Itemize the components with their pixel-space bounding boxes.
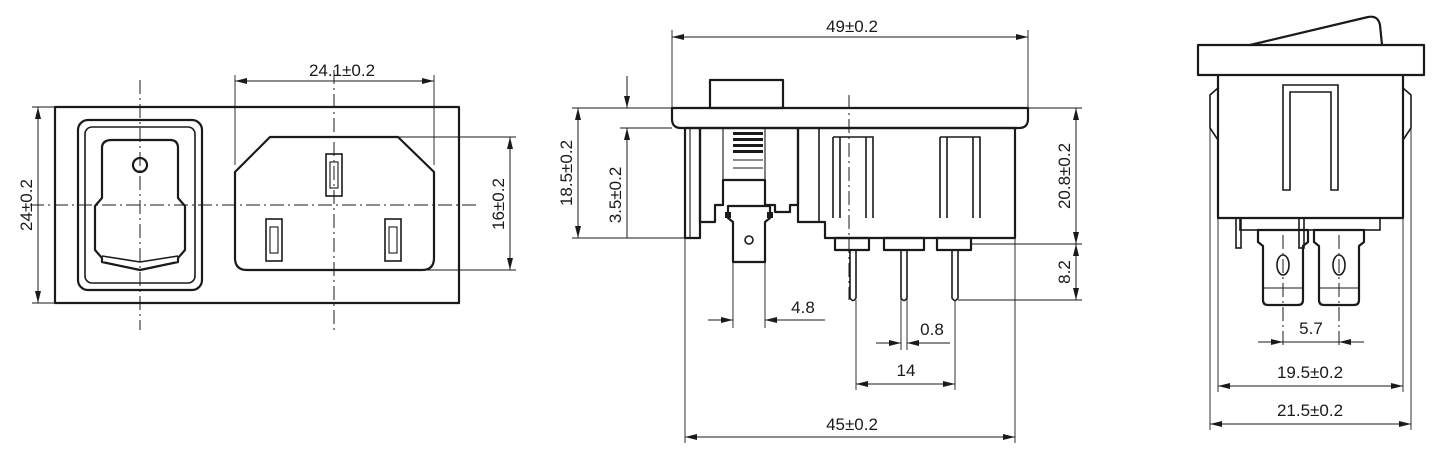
side-inlet-body xyxy=(796,126,1017,240)
end-rocker-top xyxy=(1249,15,1384,47)
end-u-slot xyxy=(1282,84,1339,191)
dim-front-height: 24±0.2 xyxy=(17,179,36,231)
dim-side-bottom-width: 45±0.2 xyxy=(826,415,878,434)
inlet-live-pin xyxy=(265,218,283,262)
side-pin-2 xyxy=(900,250,908,302)
front-view: 24.1±0.2 24±0.2 16±0.2 xyxy=(17,61,516,330)
end-view: 5.7 19.5±0.2 21.5±0.2 xyxy=(1196,15,1426,430)
rocker-button xyxy=(93,138,187,272)
end-top-plate xyxy=(1196,43,1426,77)
side-pin-base-1 xyxy=(833,236,871,252)
dim-side-pin-thickness: 0.8 xyxy=(920,320,944,339)
dim-end-inner-width: 19.5±0.2 xyxy=(1277,363,1343,382)
end-tab-right xyxy=(1312,228,1366,307)
dim-side-height: 18.5±0.2 xyxy=(557,140,576,206)
dim-side-pin-length: 8.2 xyxy=(1055,260,1074,284)
side-top-button xyxy=(708,78,785,110)
end-left-clip xyxy=(1209,87,1219,141)
side-quick-connect-tab xyxy=(726,204,772,264)
dim-side-top-width: 49±0.2 xyxy=(826,17,878,36)
side-slot-1 xyxy=(832,136,874,218)
side-flange xyxy=(670,106,1030,130)
dim-end-tab-spacing: 5.7 xyxy=(1299,319,1323,338)
side-view: 49±0.2 18.5±0.2 3.5±0.2 20.8±0.2 8.2 4.8… xyxy=(557,17,1082,443)
side-slot-2 xyxy=(939,136,981,218)
end-tab-left xyxy=(1256,228,1310,307)
dim-inlet-width: 24.1±0.2 xyxy=(309,61,375,80)
side-pin-base-2 xyxy=(882,236,926,252)
side-switch-block xyxy=(698,126,800,224)
dim-side-pin-spacing: 14 xyxy=(897,361,916,380)
side-pin-1 xyxy=(849,250,857,302)
dim-inlet-height: 16±0.2 xyxy=(489,178,508,230)
side-left-leg xyxy=(683,126,702,240)
end-body xyxy=(1216,75,1405,220)
dim-side-flange: 3.5±0.2 xyxy=(606,167,625,224)
end-right-clip xyxy=(1402,87,1412,141)
dim-end-outer-width: 21.5±0.2 xyxy=(1277,401,1343,420)
dim-side-tab-width: 4.8 xyxy=(791,298,815,317)
side-pin-base-3 xyxy=(935,236,973,252)
side-pin-3 xyxy=(951,250,959,302)
dim-side-body-height: 20.8±0.2 xyxy=(1055,143,1074,209)
inlet-neutral-pin xyxy=(384,218,402,262)
